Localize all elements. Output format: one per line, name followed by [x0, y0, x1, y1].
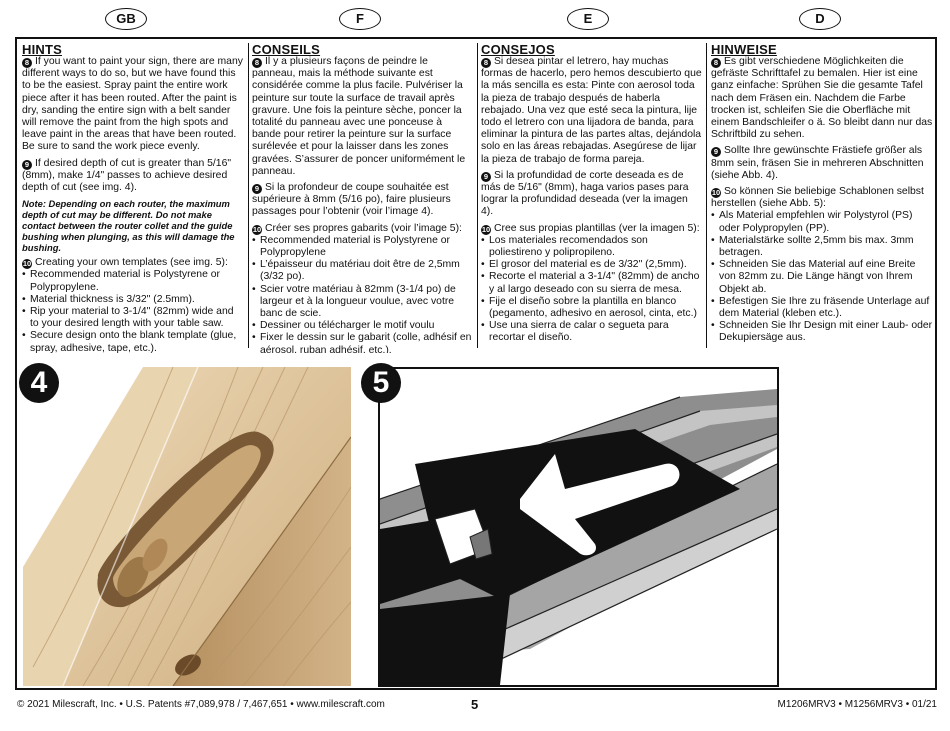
template-steps-list: Recommended material is Polystyrene or P…	[22, 269, 244, 353]
footer-copyright: © 2021 Milescraft, Inc. • U.S. Patents #…	[17, 699, 385, 710]
tab-f[interactable]: F	[339, 8, 381, 30]
list-item: Rip your material to 3-1/4" (82mm) wide …	[22, 306, 244, 330]
list-item: Fije el diseño sobre la plantilla en bla…	[481, 296, 702, 320]
template-intro-text: So können Sie beliebige Schablonen selbs…	[711, 186, 924, 210]
step-number-icon: 8	[252, 58, 262, 68]
step-number-icon: 10	[22, 259, 32, 270]
list-item: Recommended material is Polystyrene or P…	[22, 269, 244, 293]
list-item: Recorte el material a 3-1/4" (82mm) de a…	[481, 271, 702, 295]
hint-text: Sollte Ihre gewünschte Frästiefe größer …	[711, 145, 924, 181]
list-item: Dessiner ou télécharger le motif voulu	[252, 320, 473, 332]
list-item: Secure design onto the blank template (g…	[22, 330, 244, 353]
tab-e[interactable]: E	[567, 8, 609, 30]
template-steps-list: Als Material empfehlen wir Polystyrol (P…	[711, 210, 933, 344]
template-steps-list: Recommended material is Polystyrene or P…	[252, 235, 473, 353]
template-intro-text: Creating your own templates (see img. 5)…	[35, 257, 228, 269]
list-item: Los materiales recomendados son poliesti…	[481, 235, 702, 259]
hint-text: If you want to paint your sign, there ar…	[22, 56, 243, 153]
step-number-icon: 8	[481, 58, 491, 68]
step-number-icon: 8	[711, 58, 721, 68]
step-number-icon: 10	[252, 224, 262, 235]
template-intro-text: Cree sus propias plantillas (ver la imag…	[494, 222, 700, 234]
list-item: Material thickness is 3/32" (2.5mm).	[22, 294, 244, 306]
step-number-icon: 9	[481, 171, 491, 182]
hint-text: If desired depth of cut is greater than …	[22, 157, 232, 194]
column-heading: CONSEILS	[252, 43, 321, 57]
step-number-icon: 9	[22, 159, 32, 170]
list-item: Befestigen Sie Ihre zu fräsende Unterlag…	[711, 296, 933, 320]
step-number-icon: 9	[711, 147, 721, 158]
hint-text: Si la profondeur de coupe souhaitée est …	[252, 182, 451, 218]
hint-text: Si desea pintar el letrero, hay muchas f…	[481, 56, 702, 165]
list-item: Als Material empfehlen wir Polystyrol (P…	[711, 210, 933, 234]
column-heading: CONSEJOS	[481, 43, 555, 57]
arrow-template-on-rails-icon	[380, 369, 777, 685]
template-steps-list: Los materiales recomendados son poliesti…	[481, 235, 702, 345]
figure-5-template-diagram	[378, 367, 779, 687]
hint-text: Si la profundidad de corte deseada es de…	[481, 169, 689, 218]
page-number: 5	[471, 697, 479, 712]
list-item: Scier votre matériau à 82mm (3-1/4 po) d…	[252, 284, 473, 321]
column-heading: HINTS	[22, 43, 62, 57]
list-item: Recommended material is Polystyrene or P…	[252, 235, 473, 259]
list-item: Schneiden Sie Ihr Design mit einer Laub-…	[711, 320, 933, 344]
list-item: Fixer le dessin sur le gabarit (colle, a…	[252, 332, 473, 353]
hint-text: Il y a plusieurs façons de peindre le pa…	[252, 56, 466, 177]
list-item: Use una sierra de calar o segueta para r…	[481, 320, 702, 344]
template-intro-text: Créer ses propres gabarits (voir l’image…	[265, 222, 462, 234]
tab-gb[interactable]: GB	[105, 8, 147, 30]
figure-5-number: 5	[361, 363, 401, 403]
step-number-icon: 10	[481, 224, 491, 235]
figure-4-wood-photo	[23, 367, 351, 686]
step-number-icon: 10	[711, 188, 721, 199]
figure-4-number: 4	[19, 363, 59, 403]
tab-d[interactable]: D	[799, 8, 841, 30]
list-item: Materialstärke sollte 2,5mm bis max. 3mm…	[711, 235, 933, 259]
column-divider	[477, 43, 478, 348]
column-divider	[706, 43, 707, 348]
router-note: Note: Depending on each router, the maxi…	[22, 198, 235, 254]
list-item: L’épaisseur du matériau doit être de 2,5…	[252, 259, 473, 283]
column-divider	[248, 43, 249, 348]
footer-model-numbers: M1206MRV3 • M1256MRV3 • 01/21	[777, 699, 938, 710]
list-item: El grosor del material es de 3/32" (2,5m…	[481, 259, 702, 271]
step-number-icon: 8	[22, 58, 32, 68]
language-tabs: GB F E D	[0, 8, 950, 30]
hint-text: Es gibt verschiedene Möglichkeiten die g…	[711, 56, 933, 141]
column-heading: HINWEISE	[711, 43, 777, 57]
list-item: Schneiden Sie das Material auf eine Brei…	[711, 259, 933, 296]
routed-wood-board-icon	[23, 367, 351, 686]
step-number-icon: 9	[252, 184, 262, 195]
page-frame	[15, 37, 937, 690]
